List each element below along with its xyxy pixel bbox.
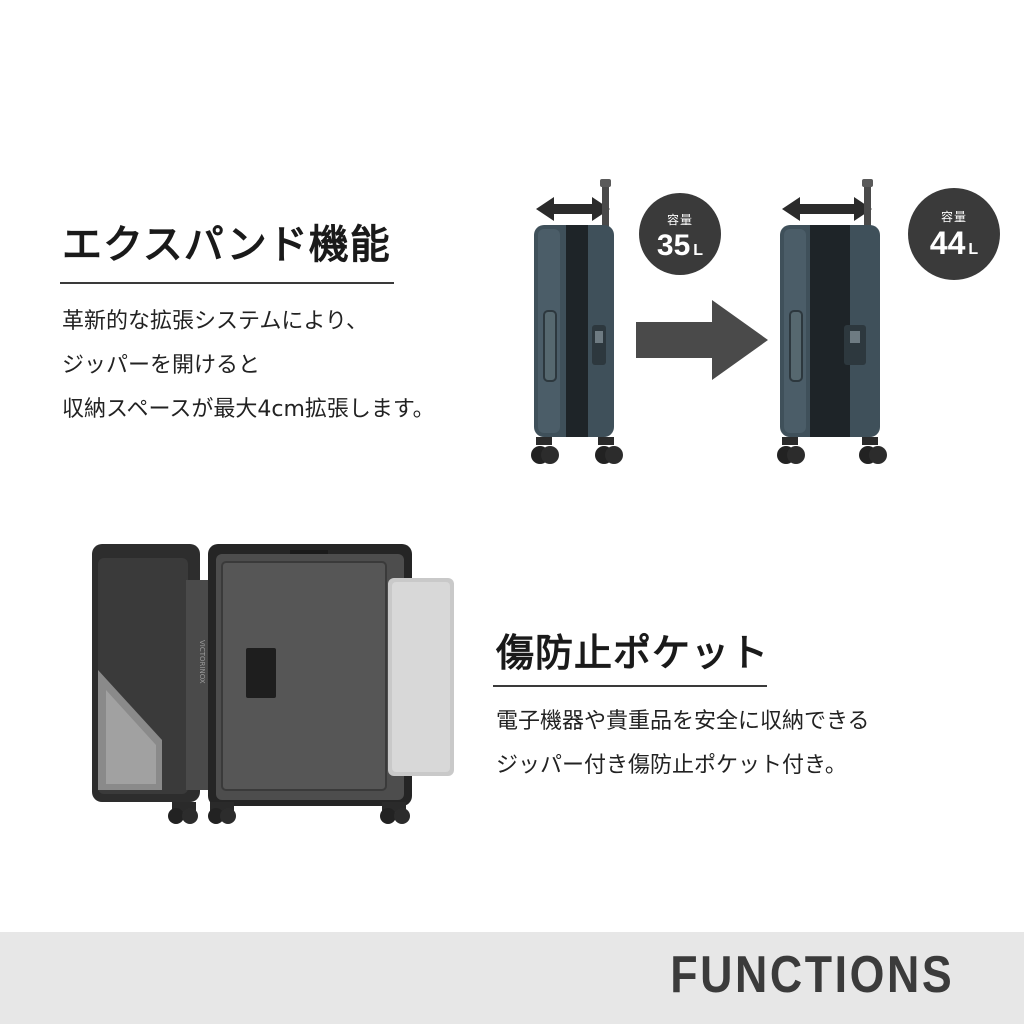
expand-title-rule (60, 282, 394, 284)
width-arrow-icon (536, 197, 610, 221)
pocket-title-rule (493, 685, 767, 687)
expand-arrow-icon (636, 300, 768, 380)
pocket-description: 電子機器や貴重品を安全に収納できる ジッパー付き傷防止ポケット付き。 (496, 700, 996, 788)
pocket-line-2: ジッパー付き傷防止ポケット付き。 (496, 753, 847, 778)
suitcase-expanded-image (777, 179, 887, 464)
expand-line-1: 革新的な拡張システムにより、 (62, 309, 369, 334)
expand-description: 革新的な拡張システムにより、 ジッパーを開けると 収納スペースが最大4cm拡張し… (62, 300, 532, 432)
width-arrow-icon (782, 197, 872, 221)
expand-line-3: 収納スペースが最大4cm拡張します。 (62, 397, 435, 422)
pocket-title: 傷防止ポケット (496, 631, 770, 675)
expand-line-2: ジッパーを開けると (62, 353, 261, 378)
pocket-line-1: 電子機器や貴重品を安全に収納できる (496, 709, 870, 734)
capacity-label: 容量 (666, 213, 693, 227)
open-suitcase-image: VICTORINOX (92, 544, 454, 824)
expand-title: エクスパンド機能 (62, 222, 391, 268)
capacity-label: 容量 (940, 210, 967, 224)
suitcase-compact-image (531, 179, 623, 464)
footer-band (0, 932, 1024, 1024)
brand-mark-text: VICTORINOX (198, 640, 206, 684)
footer-label: FUNCTIONS (669, 946, 954, 1004)
